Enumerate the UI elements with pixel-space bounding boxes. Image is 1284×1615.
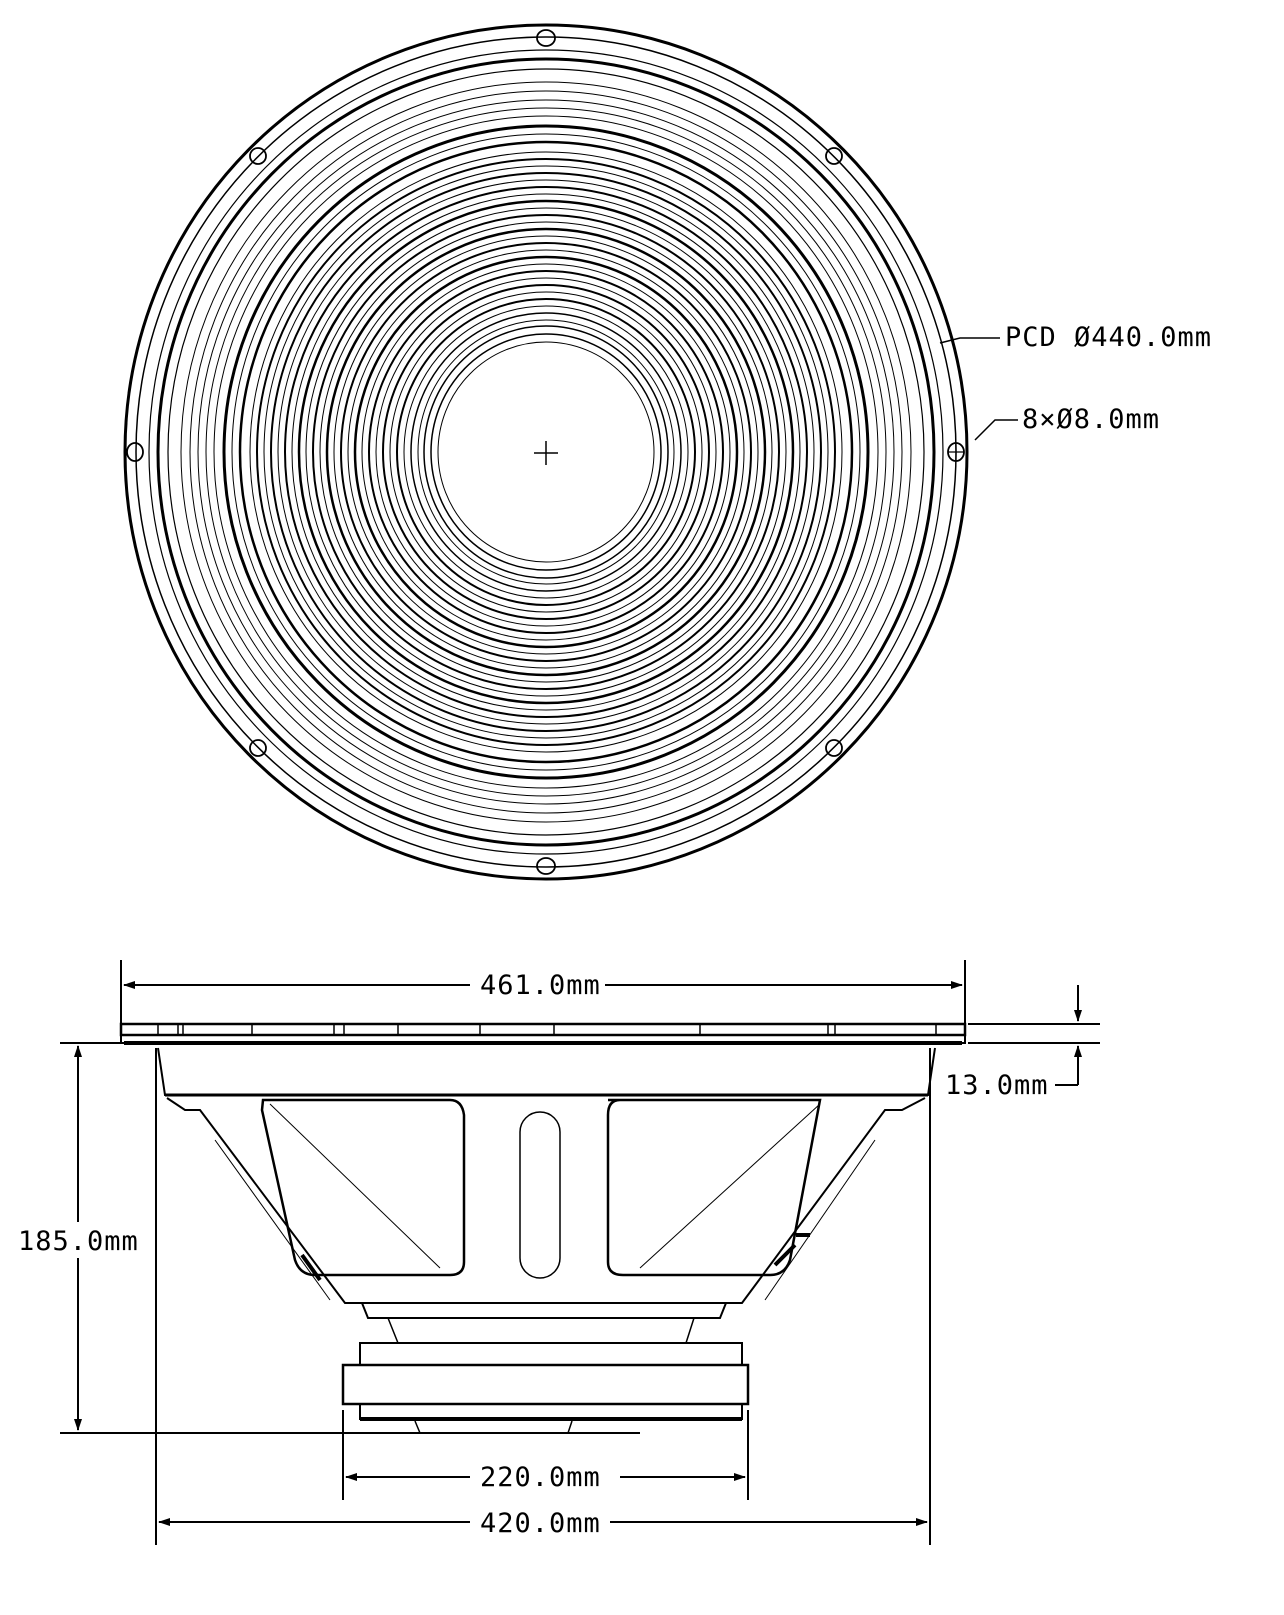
center-mark-icon [534, 441, 558, 465]
dim-baffle-cutout: 420.0mm [480, 1508, 601, 1539]
dim-overall-diameter: 461.0mm [480, 970, 601, 1001]
cone-rings [249, 151, 843, 753]
dim-flange-thickness: 13.0mm [945, 1070, 1049, 1101]
holes-label: 8×Ø8.0mm [1022, 404, 1160, 435]
dim-magnet-diameter: 220.0mm [480, 1462, 601, 1493]
front-view [123, 23, 1018, 881]
dimension-lines [60, 960, 1100, 1545]
side-view [119, 1022, 967, 1434]
mounting-holes [126, 29, 965, 875]
pcd-label: PCD Ø440.0mm [1005, 322, 1212, 353]
dim-depth: 185.0mm [18, 1226, 139, 1257]
dust-cap [430, 333, 662, 571]
